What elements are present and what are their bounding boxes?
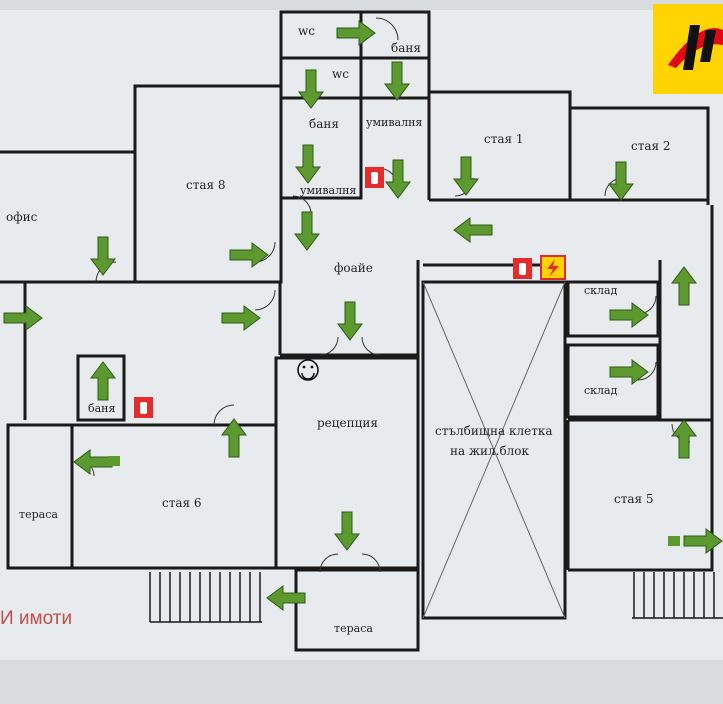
room-label-wc-small: wc <box>332 67 349 81</box>
stairs-right <box>632 572 723 619</box>
room-label-stair-line2: на жил.блок <box>450 444 530 458</box>
room-label-terasa-bottom: тераса <box>334 622 373 635</box>
fire-extinguisher-icon <box>365 167 384 188</box>
room-label-ofis: офис <box>6 210 38 224</box>
fire-extinguisher-icon <box>513 258 532 279</box>
room-label-staya6: стая 6 <box>162 496 202 510</box>
room-label-sklad2: склад <box>584 384 618 397</box>
you-are-here-icon <box>297 359 319 381</box>
room-label-sklad1: склад <box>584 284 618 297</box>
electrical-hazard-icon <box>540 255 566 280</box>
room-label-banya-mid: баня <box>309 117 339 131</box>
stairs-left <box>149 572 262 623</box>
watermark-text: И имоти <box>0 608 72 629</box>
fire-extinguisher-icon <box>134 397 153 418</box>
agency-logo <box>653 4 723 94</box>
room-label-stair-line1: стълбищна клетка <box>435 424 552 438</box>
room-label-banya-top: баня <box>391 41 421 55</box>
room-label-staya2: стая 2 <box>631 139 671 153</box>
room-label-umivalnya-left: умивалня <box>300 184 356 197</box>
room-label-terasa-left: тераса <box>19 508 58 521</box>
room-label-staya5: стая 5 <box>614 492 654 506</box>
room-label-wc-top: wc <box>298 24 315 38</box>
room-label-staya8: стая 8 <box>186 178 226 192</box>
room-label-staya1: стая 1 <box>484 132 524 146</box>
room-label-umivalnya-right: умивалня <box>366 116 422 129</box>
room-label-banya-left: баня <box>88 402 116 415</box>
room-label-recepcia: рецепция <box>317 416 378 430</box>
room-label-foaie: фоайе <box>334 261 373 275</box>
evacuation-arrows <box>3 20 723 611</box>
